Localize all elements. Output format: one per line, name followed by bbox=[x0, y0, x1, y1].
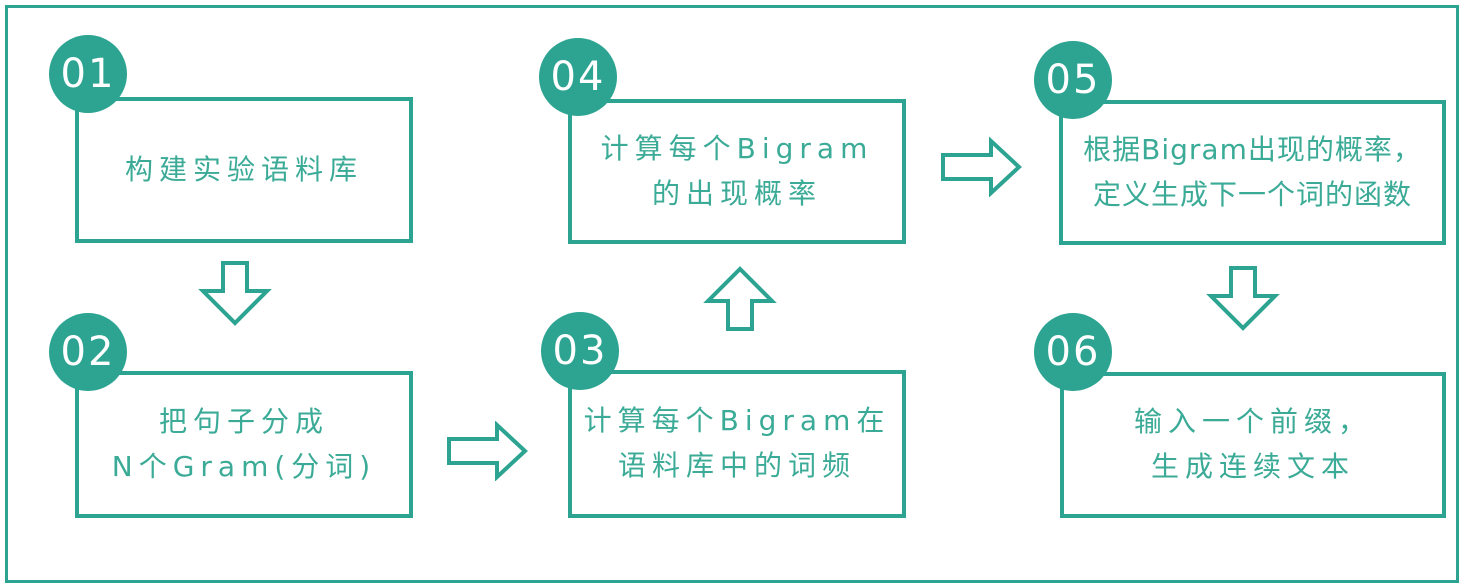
arrow-02-to-03 bbox=[447, 421, 529, 481]
step-text-line: N个Gram(分词) bbox=[111, 449, 377, 483]
step-text-line: 根据Bigram出现的概率， bbox=[1083, 132, 1422, 166]
step-text-line: 构建实验语料库 bbox=[124, 152, 363, 186]
step-number-badge-03: 03 bbox=[541, 312, 619, 390]
step-text-line: 把句子分成 bbox=[158, 404, 329, 438]
step-box-02: 把句子分成 N个Gram(分词) bbox=[75, 371, 413, 518]
step-text-line: 生成连续文本 bbox=[1150, 450, 1355, 483]
step-text-line: 输入一个前缀， bbox=[1133, 405, 1372, 439]
step-number: 01 bbox=[60, 51, 116, 97]
step-box-04: 计算每个Bigram 的出现概率 bbox=[568, 99, 906, 244]
step-box-01: 构建实验语料库 bbox=[75, 97, 413, 243]
step-number-badge-01: 01 bbox=[49, 35, 127, 113]
arrow-right-icon bbox=[447, 421, 528, 481]
step-number: 05 bbox=[1045, 57, 1101, 103]
step-number-badge-06: 06 bbox=[1034, 313, 1112, 391]
step-number-badge-05: 05 bbox=[1034, 41, 1112, 119]
step-text-line: 定义生成下一个词的函数 bbox=[1092, 177, 1412, 211]
step-text-line: 语料库中的词频 bbox=[617, 449, 856, 482]
step-number: 04 bbox=[550, 54, 606, 100]
arrow-05-to-06 bbox=[1205, 266, 1281, 334]
arrow-01-to-02 bbox=[197, 261, 273, 329]
arrow-04-to-05 bbox=[941, 137, 1023, 197]
arrow-down-icon bbox=[198, 261, 272, 326]
step-text-line: 的出现概率 bbox=[651, 176, 822, 210]
arrow-03-to-04 bbox=[702, 263, 778, 331]
step-number-badge-04: 04 bbox=[539, 38, 617, 116]
step-number-badge-02: 02 bbox=[49, 313, 127, 391]
arrow-down-icon bbox=[1206, 266, 1280, 331]
step-text-line: 计算每个Bigram bbox=[600, 131, 874, 165]
step-number: 02 bbox=[60, 329, 116, 375]
arrow-up-icon bbox=[703, 266, 777, 331]
step-text-line: 计算每个Bigram在 bbox=[583, 404, 891, 438]
step-number: 03 bbox=[552, 328, 608, 374]
step-box-03: 计算每个Bigram在 语料库中的词频 bbox=[568, 370, 906, 518]
arrow-right-icon bbox=[941, 137, 1022, 197]
step-box-06: 输入一个前缀， 生成连续文本 bbox=[1060, 372, 1446, 518]
step-box-05: 根据Bigram出现的概率， 定义生成下一个词的函数 bbox=[1059, 100, 1446, 245]
step-number: 06 bbox=[1045, 329, 1101, 375]
